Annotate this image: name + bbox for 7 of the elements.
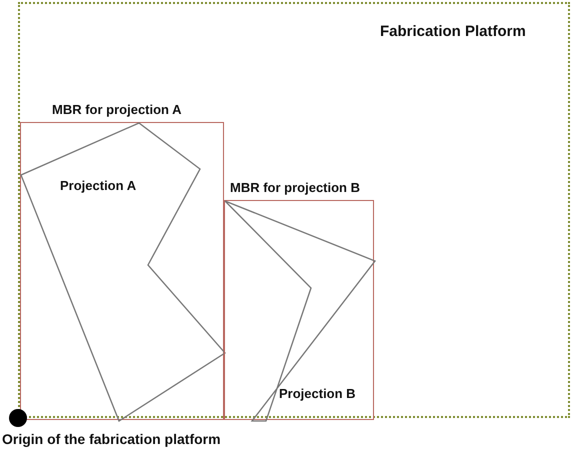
rectangle-heading: MBR for projection A [52,102,182,117]
rectangle-heading: MBR for projection B [230,180,360,195]
projection-label: Projection A [60,178,136,193]
origin-caption: Origin of the fabrication platform [2,432,221,447]
projection-label: Projection B [279,386,356,401]
origin-marker [9,409,27,427]
platform-heading: Fabrication Platform [380,24,526,39]
